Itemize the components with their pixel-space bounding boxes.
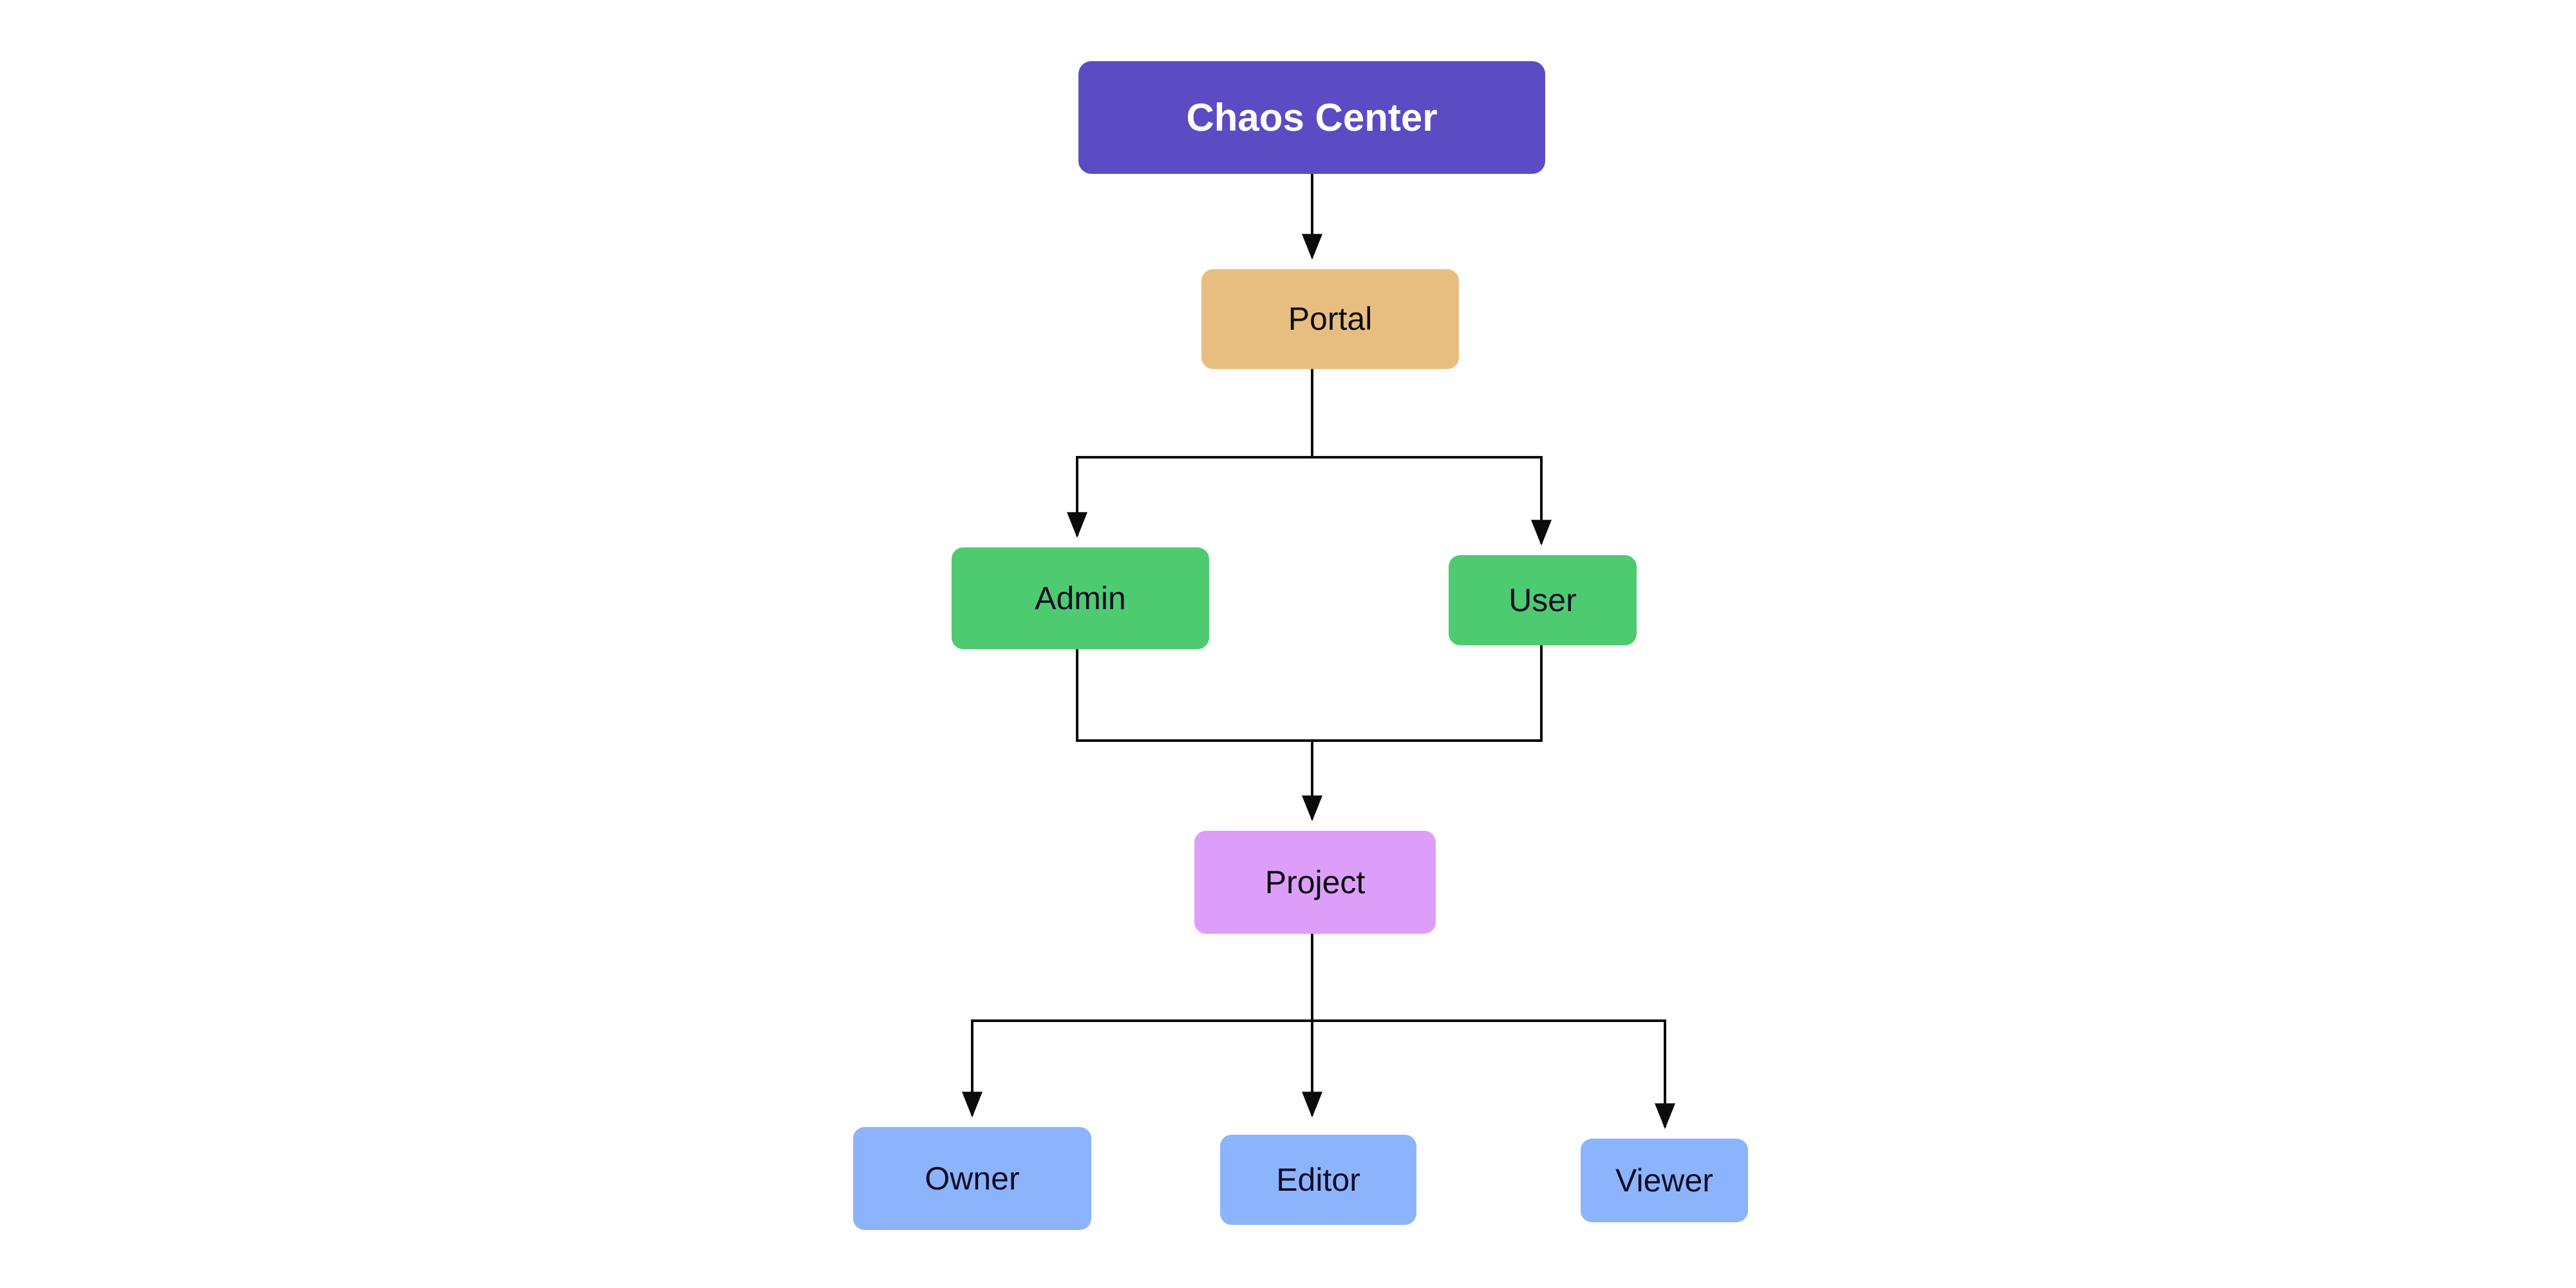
edge-project-to-viewer <box>1311 934 1675 1130</box>
node-chaos-center[interactable]: Chaos Center <box>1078 61 1545 174</box>
node-user[interactable]: User <box>1449 555 1637 645</box>
node-label-chaos-center: Chaos Center <box>1186 95 1438 139</box>
node-admin[interactable]: Admin <box>952 547 1209 649</box>
node-label-viewer: Viewer <box>1615 1162 1713 1198</box>
node-label-user: User <box>1509 582 1577 618</box>
node-owner[interactable]: Owner <box>853 1127 1091 1230</box>
edge-user-to-project <box>1312 645 1543 742</box>
node-label-owner: Owner <box>925 1160 1020 1197</box>
node-editor[interactable]: Editor <box>1220 1135 1416 1225</box>
node-label-admin: Admin <box>1035 580 1126 616</box>
edge-portal-to-user <box>1311 369 1552 546</box>
node-label-portal: Portal <box>1288 301 1373 337</box>
edge-admin-to-project <box>1076 649 1312 742</box>
node-portal[interactable]: Portal <box>1201 269 1459 369</box>
edge-project-to-owner <box>962 934 1313 1118</box>
node-viewer[interactable]: Viewer <box>1581 1139 1748 1222</box>
node-label-project: Project <box>1264 864 1366 900</box>
node-label-editor: Editor <box>1276 1161 1360 1198</box>
node-project[interactable]: Project <box>1194 831 1436 934</box>
edge-portal-to-admin <box>1067 369 1313 538</box>
